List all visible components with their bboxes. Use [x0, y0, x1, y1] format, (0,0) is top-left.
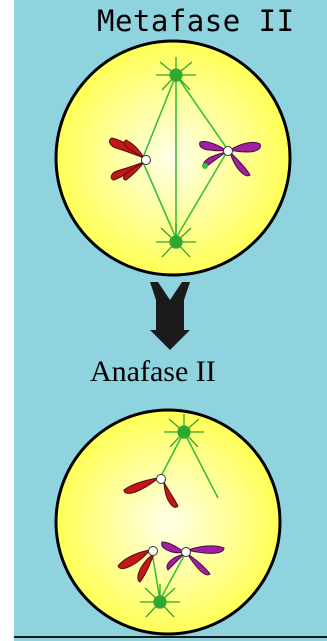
anaphase-cell: [56, 410, 280, 634]
metaphase-cell: [56, 41, 290, 275]
down-arrow-icon: [150, 282, 190, 350]
anaphase-cell-membrane: [56, 410, 280, 634]
